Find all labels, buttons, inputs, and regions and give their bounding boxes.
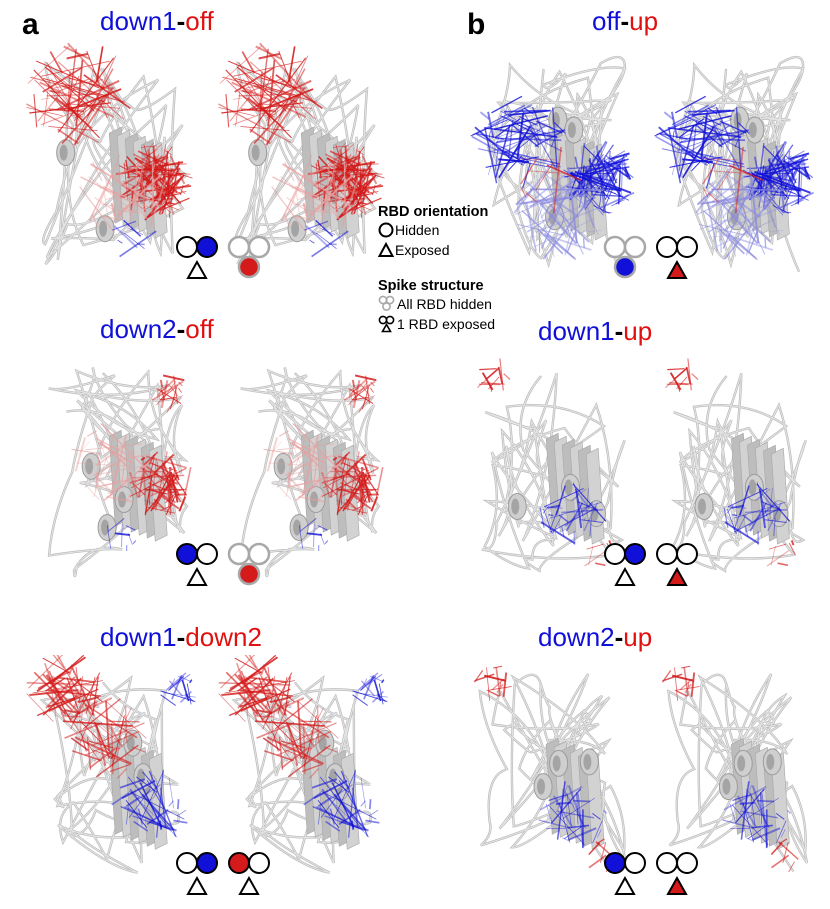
blue-state-label: down1 (100, 6, 177, 36)
legend: RBD orientation Hidden Exposed Spike str… (378, 204, 495, 334)
exposed-blue-hidden-symbol (176, 852, 218, 895)
all-hidden-red-symbol (227, 542, 271, 586)
protein-structure (26, 655, 196, 874)
protein-structure (239, 366, 384, 578)
all-hidden-blue-symbol (603, 235, 647, 279)
protein-structure (47, 366, 192, 578)
red-state-label: up (623, 622, 653, 652)
all-hidden-red-symbol (227, 235, 271, 279)
protein-structure (654, 55, 814, 272)
blue-state-label: down2 (538, 622, 615, 652)
title-dash: - (176, 6, 186, 36)
legend-exposed-row: Exposed (378, 240, 495, 260)
exposed-red-symbol (656, 852, 698, 895)
title-dash: - (176, 314, 186, 344)
protein-structure (473, 665, 628, 873)
legend-hidden-row: Hidden (378, 220, 495, 240)
legend-one-exposed-label: 1 RBD exposed (397, 316, 496, 332)
legend-spike-title: Spike structure (378, 278, 484, 294)
legend-orientation-title: RBD orientation (378, 204, 489, 220)
exposed-triangle-icon (378, 242, 394, 257)
blue-state-label: down1 (538, 316, 615, 346)
legend-one-exposed-row: 1 RBD exposed (378, 314, 495, 334)
protein-structure (218, 655, 388, 874)
panel-label-b: b (467, 8, 486, 41)
blue-state-label: down2 (100, 314, 177, 344)
exposed-red-symbol (656, 236, 698, 279)
exposed-blue-hidden-symbol (176, 543, 218, 586)
title-dash: - (176, 622, 186, 652)
protein-structure (470, 55, 635, 272)
all-hidden-trimer-icon (378, 295, 395, 311)
red-state-label: off (185, 6, 214, 36)
protein-structure (661, 665, 809, 873)
protein-structure (665, 358, 807, 573)
exposed-red-hidden-symbol (228, 852, 270, 895)
hidden-circle-icon (378, 222, 394, 238)
red-state-label: up (629, 6, 659, 36)
legend-exposed-label: Exposed (395, 242, 450, 258)
blue-state-label: off (592, 6, 621, 36)
comparison-title: down1-down2 (100, 622, 262, 653)
comparison-title: down1-off (100, 6, 214, 37)
one-exposed-trimer-icon (378, 315, 395, 333)
panel-label-a: a (22, 8, 39, 41)
blue-state-label: down1 (100, 622, 177, 652)
exposed-blue-hidden-symbol (604, 852, 646, 895)
title-dash: - (614, 622, 624, 652)
comparison-title: off-up (592, 6, 658, 37)
title-dash: - (614, 316, 624, 346)
legend-all-hidden-label: All RBD hidden (397, 296, 492, 312)
title-dash: - (620, 6, 630, 36)
protein-structure (477, 358, 626, 573)
legend-all-hidden-row: All RBD hidden (378, 294, 495, 314)
protein-structure (26, 42, 193, 266)
red-state-label: off (185, 314, 214, 344)
legend-hidden-label: Hidden (395, 222, 440, 238)
comparison-title: down2-up (538, 622, 652, 653)
comparison-title: down1-up (538, 316, 652, 347)
exposed-blue-hidden-symbol (604, 543, 646, 586)
protein-structure (218, 42, 385, 266)
exposed-blue-hidden-symbol (176, 236, 218, 279)
red-state-label: up (623, 316, 653, 346)
red-state-label: down2 (185, 622, 262, 652)
comparison-title: down2-off (100, 314, 214, 345)
exposed-red-symbol (656, 543, 698, 586)
